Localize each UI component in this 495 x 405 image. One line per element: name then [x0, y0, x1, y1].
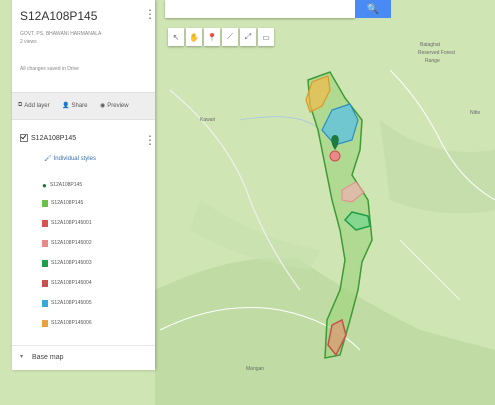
map-label-bataghat: Bataghat	[420, 42, 441, 48]
chevron-down-icon[interactable]: ▾	[20, 354, 24, 360]
draw-line-tool-button[interactable]: ⟋	[222, 28, 238, 46]
ruler-icon: ▭	[262, 32, 270, 42]
polygon-004	[327, 318, 347, 357]
measure-icon: ⤢	[244, 32, 252, 41]
map-owner: GOVT. PS. BHAWANI HARMANALA	[20, 31, 102, 37]
feature-item[interactable]: S12A108P145005	[42, 298, 92, 308]
layer-options-kebab-icon[interactable]: ⋮	[144, 133, 156, 147]
map-toolbar: ↖ ✋ 📍 ⟋ ⤢ ▭	[168, 28, 274, 46]
polygon-icon	[42, 319, 48, 327]
polygon-icon	[42, 299, 48, 307]
save-status: All changes saved in Drive	[20, 66, 79, 72]
feature-item[interactable]: S12A108P145003	[42, 258, 92, 268]
pin-marker	[331, 135, 339, 150]
polygon-003	[343, 211, 371, 231]
add-layer-button[interactable]: ⧉ Add layer	[18, 102, 50, 109]
map-label-forest: Reserved Forest	[418, 50, 455, 56]
feature-item[interactable]: S12A108P145006	[42, 318, 92, 328]
map-label-kawari: Kawari	[200, 117, 216, 123]
map-label-ridge: Nitte	[470, 110, 481, 116]
map-views: 2 views	[20, 39, 37, 45]
undo-tool-button[interactable]: ↖	[168, 28, 184, 46]
preview-button[interactable]: ◉ Preview	[100, 102, 129, 110]
polygon-icon	[42, 199, 48, 207]
individual-styles-link[interactable]: 🖌 Individual styles	[44, 155, 96, 163]
polygon-006	[305, 75, 331, 113]
add-layer-icon: ⧉	[18, 102, 23, 108]
panel-toolbar: ⧉ Add layer 👤 Share ◉ Preview	[12, 92, 155, 120]
map-side-panel: S12A108P145 ⋮ GOVT. PS. BHAWANI HARMANAL…	[12, 0, 156, 371]
map-title[interactable]: S12A108P145	[20, 9, 98, 23]
pin-icon: ●	[42, 180, 47, 190]
undo-icon: ↖	[172, 32, 180, 42]
feature-item[interactable]: S12A108P145004	[42, 278, 92, 288]
search-input[interactable]	[165, 0, 355, 18]
hand-tool-button[interactable]: ✋	[186, 28, 202, 46]
base-map-label: Base map	[32, 354, 64, 361]
paint-icon: 🖌	[44, 156, 52, 162]
preview-icon: ◉	[100, 103, 106, 109]
ruler-tool-button[interactable]: ▭	[258, 28, 274, 46]
feature-item[interactable]: S12A108P145002	[42, 238, 92, 248]
layer-name: S12A108P145	[31, 134, 77, 142]
layer-header[interactable]: S12A108P145	[20, 134, 76, 142]
marker-icon: 📍	[207, 32, 217, 42]
polygon-icon	[42, 239, 48, 247]
polygon-icon	[42, 279, 48, 287]
share-icon: 👤	[62, 103, 70, 109]
search-icon: 🔍	[366, 3, 380, 15]
map-options-kebab-icon[interactable]: ⋮	[144, 7, 156, 21]
polygon-icon	[42, 219, 48, 227]
share-button[interactable]: 👤 Share	[62, 102, 88, 110]
polygon-icon	[42, 259, 48, 267]
feature-item[interactable]: ● S12A108P145	[42, 180, 83, 190]
search-button[interactable]: 🔍	[355, 0, 391, 18]
draw-line-icon: ⟋	[227, 32, 233, 41]
measure-tool-button[interactable]: ⤢	[240, 28, 256, 46]
base-map-section[interactable]: ▾ Base map	[12, 345, 155, 371]
polygon-002	[341, 181, 365, 203]
hand-icon: ✋	[189, 32, 199, 42]
marker-tool-button[interactable]: 📍	[204, 28, 220, 46]
feature-item[interactable]: S12A108P145001	[42, 218, 92, 228]
layer-checkbox[interactable]	[20, 134, 28, 142]
map-label-range: Range	[425, 58, 440, 64]
map-label-nandgaon: Mangan	[246, 366, 265, 372]
feature-item[interactable]: S12A108P145	[42, 198, 83, 208]
